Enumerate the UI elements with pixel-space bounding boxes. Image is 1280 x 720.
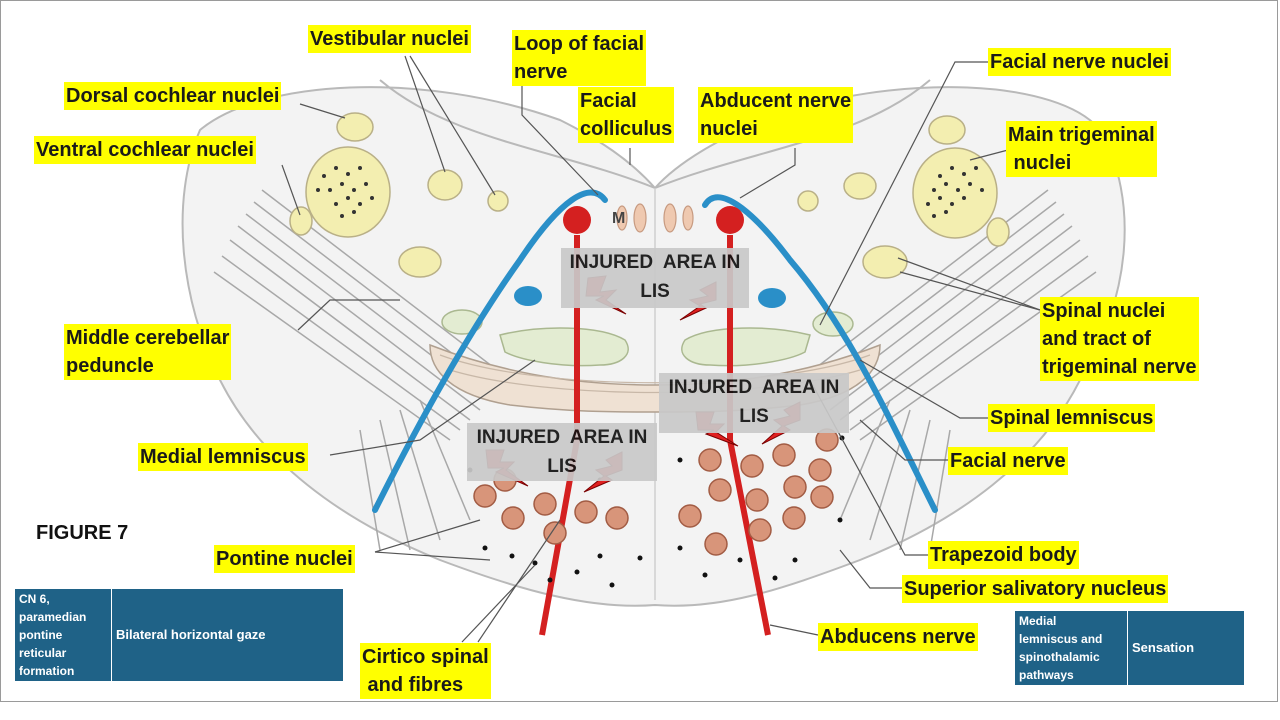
nucleus-dots-right xyxy=(926,166,984,218)
label-vestibular-nuclei: Vestibular nuclei xyxy=(308,25,471,53)
table-cell-structure: Medial lemniscus and spinothalamic pathw… xyxy=(1014,610,1128,686)
facial-nucleus xyxy=(928,115,966,145)
pontine-nucleus xyxy=(473,484,497,508)
pontine-nucleus xyxy=(501,506,525,530)
label-middle-cerebellar-peduncle: Middle cerebellar peduncle xyxy=(64,324,232,380)
label-facial-nerve-nuclei: Facial nerve nuclei xyxy=(988,48,1171,76)
label-spinal-lemniscus: Spinal lemniscus xyxy=(988,404,1156,432)
label-m-marker: M xyxy=(612,210,626,227)
injury-box: INJURED AREA IN LIS xyxy=(561,248,749,308)
table-cell-structure: CN 6, paramedian pontine reticular forma… xyxy=(14,588,112,682)
cochlear-small-nucleus xyxy=(289,206,313,236)
right-nucleus-1 xyxy=(843,172,877,200)
label-corticospinal-fibres: Cirtico spinal and fibres xyxy=(360,643,491,699)
mlf-left-1 xyxy=(633,203,647,233)
abducens-nucleus-left xyxy=(563,206,591,234)
trapezoid-striation-1 xyxy=(439,354,871,384)
vestibular-nucleus-1 xyxy=(427,169,463,201)
table-lemniscus-sensation: Medial lemniscus and spinothalamic pathw… xyxy=(1014,610,1245,686)
facial-nerve-left xyxy=(372,189,608,513)
image-border xyxy=(0,0,1278,702)
label-abducent-nerve-nuclei: Abducent nerve nuclei xyxy=(698,87,854,143)
label-superior-salivatory-nucleus: Superior salivatory nucleus xyxy=(902,575,1169,603)
pontine-nucleus xyxy=(740,454,764,478)
medial-lemniscus-right xyxy=(681,327,811,367)
table-row: CN 6, paramedian pontine reticular forma… xyxy=(14,588,344,682)
medial-lemniscus-left xyxy=(499,327,629,367)
spinal-trigeminal-nucleus xyxy=(862,245,908,279)
vestibular-nucleus-3 xyxy=(398,246,442,278)
pontine-nucleus xyxy=(810,485,834,509)
dorsal-cochlear-nucleus xyxy=(336,112,374,142)
table-cell-function: Sensation xyxy=(1127,610,1245,686)
injury-box: INJURED AREA IN LIS xyxy=(467,423,657,481)
abducens-nucleus-right xyxy=(716,206,744,234)
pontine-nucleus xyxy=(543,521,567,545)
label-medial-lemniscus: Medial lemniscus xyxy=(138,443,308,471)
ventral-cochlear-nucleus xyxy=(305,146,391,238)
pontine-nucleus xyxy=(782,506,806,530)
facial-nucleus-left-blue xyxy=(514,286,542,306)
mlf-left-2 xyxy=(616,205,628,231)
label-loop-of-facial-nerve: Loop of facial nerve xyxy=(512,30,646,86)
table-cn6-gaze: CN 6, paramedian pontine reticular forma… xyxy=(14,588,344,682)
scattered-dots xyxy=(467,435,845,588)
label-pontine-nuclei: Pontine nuclei xyxy=(214,545,355,573)
facial-nerve-right xyxy=(702,194,938,513)
label-spinal-trigeminal: Spinal nuclei and tract of trigeminal ne… xyxy=(1040,297,1199,381)
figure-label: FIGURE 7 xyxy=(36,522,129,544)
pontine-nucleus xyxy=(704,532,728,556)
pontine-nucleus xyxy=(708,478,732,502)
label-abducens-nerve: Abducens nerve xyxy=(818,623,978,651)
injury-box: INJURED AREA IN LIS xyxy=(659,373,849,433)
label-trapezoid-body: Trapezoid body xyxy=(928,541,1079,569)
mlf-right-2 xyxy=(682,205,694,231)
label-dorsal-cochlear-nuclei: Dorsal cochlear nuclei xyxy=(64,82,282,110)
pontine-nucleus xyxy=(808,458,832,482)
label-facial-colliculus: Facial colliculus xyxy=(578,87,675,143)
trigeminal-small-nucleus xyxy=(986,217,1010,247)
pontine-nucleus xyxy=(772,443,796,467)
mlf-right-1 xyxy=(663,203,677,233)
label-ventral-cochlear-nuclei: Ventral cochlear nuclei xyxy=(34,136,256,164)
nucleus-dots-left xyxy=(316,166,374,218)
pontine-nucleus xyxy=(698,448,722,472)
pontine-nucleus xyxy=(605,506,629,530)
label-main-trigeminal-nuclei: Main trigeminal nuclei xyxy=(1006,121,1157,177)
table-cell-function: Bilateral horizontal gaze xyxy=(111,588,344,682)
facial-nucleus-right-blue xyxy=(758,288,786,308)
right-nucleus-2 xyxy=(797,190,819,212)
pontine-nucleus xyxy=(678,504,702,528)
main-trigeminal-nucleus xyxy=(912,147,998,239)
pontine-nucleus xyxy=(745,488,769,512)
pontine-nucleus xyxy=(574,500,598,524)
leader-lines xyxy=(281,55,1041,643)
pontine-nucleus xyxy=(748,518,772,542)
pontine-nucleus xyxy=(783,475,807,499)
label-facial-nerve: Facial nerve xyxy=(948,447,1068,475)
table-row: Medial lemniscus and spinothalamic pathw… xyxy=(1014,610,1245,686)
pontine-nucleus xyxy=(533,492,557,516)
vestibular-nucleus-2 xyxy=(487,190,509,212)
